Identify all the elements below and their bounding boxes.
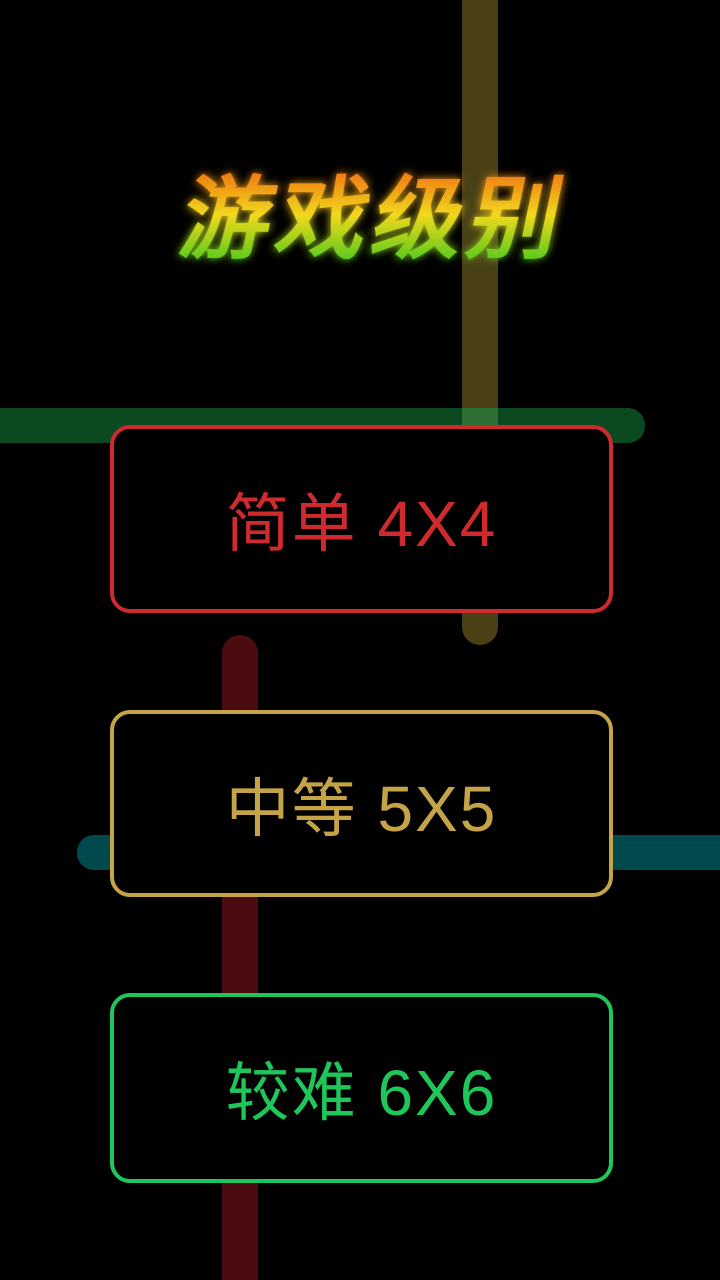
level-button-medium-5x5[interactable]: 中等 5X5 (110, 710, 613, 897)
level-button-medium-label: 中等 5X5 (225, 772, 498, 845)
level-button-hard-6x6[interactable]: 较难 6X6 (110, 993, 613, 1183)
level-button-easy-4x4[interactable]: 简单 4X4 (110, 425, 613, 613)
page-title: 游戏级别 (172, 170, 577, 270)
title-graphic: 游戏级别 (172, 170, 577, 270)
level-button-easy-label: 简单 4X4 (225, 488, 498, 560)
level-button-hard-label: 较难 6X6 (225, 1057, 498, 1129)
